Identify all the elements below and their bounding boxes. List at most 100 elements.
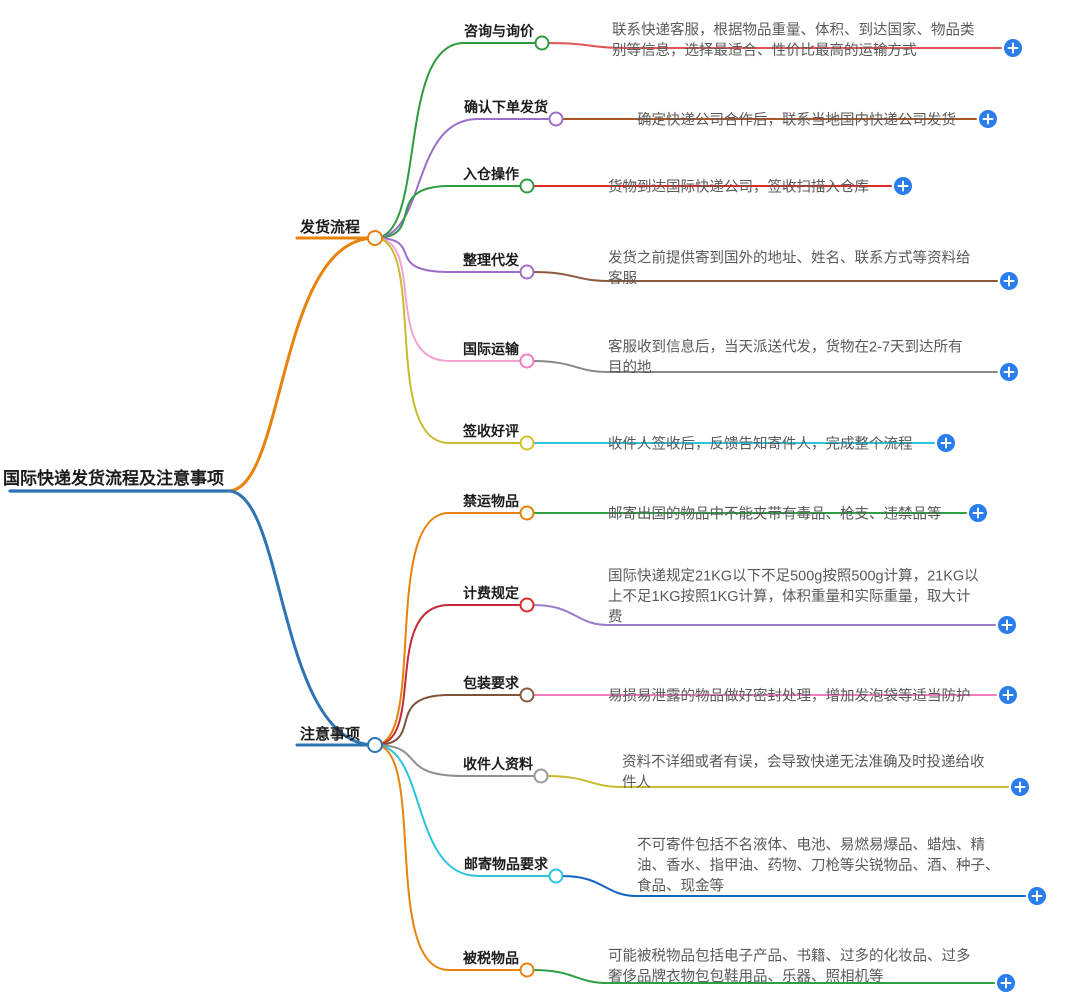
- detail-text-line: 资料不详细或者有误，会导致快递无法准确及时投递给收: [622, 754, 985, 771]
- detail-text[interactable]: 邮寄出国的物品中不能夹带有毒品、枪支、违禁品等: [608, 505, 942, 523]
- plus-icon: [1031, 890, 1043, 902]
- topic-label[interactable]: 包装要求: [463, 675, 520, 691]
- add-child-button[interactable]: [1028, 887, 1046, 905]
- topic-label[interactable]: 咨询与询价: [464, 23, 535, 39]
- topic-node-circle[interactable]: [519, 597, 535, 613]
- topic-label[interactable]: 邮寄物品要求: [464, 856, 549, 872]
- add-child-button[interactable]: [1004, 39, 1022, 57]
- topic-node-circle[interactable]: [519, 264, 535, 280]
- detail-text-line: 奢侈品牌衣物包包鞋用品、乐器、照相机等: [608, 967, 884, 985]
- topic-node-circle[interactable]: [548, 868, 564, 884]
- detail-text[interactable]: 货物到达国际快递公司，签收扫描入仓库: [608, 179, 869, 196]
- topic-label[interactable]: 收件人资料: [463, 756, 533, 772]
- node-layer[interactable]: 国际快递发货流程及注意事项 发货流程 咨询与询价 联系快递客服，根据物品重量、体积、到…: [3, 22, 1046, 993]
- plus-icon: [897, 180, 909, 192]
- topic-label[interactable]: 签收好评: [462, 423, 519, 439]
- topic-connector: [374, 185, 450, 239]
- detail-text[interactable]: 易损易泄露的物品做好密封处理，增加发泡袋等适当防护: [608, 687, 971, 705]
- topic-connector: [374, 744, 450, 971]
- add-child-button[interactable]: [969, 504, 987, 522]
- branch-hub[interactable]: [367, 230, 383, 246]
- detail-connector: [532, 360, 998, 373]
- topic-connector: [374, 42, 465, 239]
- topic-connector: [374, 744, 464, 777]
- plus-icon: [972, 507, 984, 519]
- plus-icon: [1014, 781, 1026, 793]
- topic-node-circle[interactable]: [533, 768, 549, 784]
- branch-connector: [226, 236, 377, 493]
- detail-text-line: 上不足1KG按照1KG计算，体积重量和实际重量，取大计: [608, 588, 971, 605]
- branch-hub[interactable]: [367, 737, 383, 753]
- branch-label[interactable]: 发货流程: [299, 218, 360, 236]
- detail-text-line: 收件人签收后，反馈告知寄件人，完成整个流程: [608, 435, 913, 453]
- root-node-label[interactable]: 国际快递发货流程及注意事项: [3, 468, 224, 488]
- detail-text-line: 油、香水、指甲油、药物、刀枪等尖锐物品、酒、种子、: [637, 856, 1000, 874]
- detail-text-line: 发货之前提供寄到国外的地址、姓名、联系方式等资料给: [608, 249, 971, 267]
- plus-icon: [940, 437, 952, 449]
- branch-label[interactable]: 注意事项: [300, 725, 360, 743]
- detail-text-line: 目的地: [608, 359, 652, 376]
- detail-text[interactable]: 发货之前提供寄到国外的地址、姓名、联系方式等资料给客服: [608, 249, 971, 288]
- detail-text[interactable]: 资料不详细或者有误，会导致快递无法准确及时投递给收件人: [622, 754, 985, 792]
- detail-text-line: 联系快递客服，根据物品重量、体积、到达国家、物品类: [612, 22, 975, 39]
- add-child-button[interactable]: [999, 686, 1017, 704]
- topic-label[interactable]: 整理代发: [462, 252, 520, 268]
- topic-label[interactable]: 国际运输: [463, 341, 520, 357]
- detail-text[interactable]: 收件人签收后，反馈告知寄件人，完成整个流程: [608, 435, 913, 453]
- add-child-button[interactable]: [1011, 778, 1029, 796]
- detail-connector: [532, 271, 998, 282]
- detail-text-line: 国际快递规定21KG以下不足500g按照500g计算，21KG以: [608, 568, 979, 585]
- detail-text-line: 费: [608, 609, 623, 626]
- topic-connector: [374, 237, 450, 362]
- detail-text[interactable]: 联系快递客服，根据物品重量、体积、到达国家、物品类别等信息，选择最适合、性价比最…: [612, 22, 975, 60]
- add-child-button[interactable]: [979, 110, 997, 128]
- topic-connector: [374, 604, 450, 746]
- topic-connector: [374, 694, 450, 746]
- topic-node-circle[interactable]: [534, 35, 550, 51]
- add-child-button[interactable]: [894, 177, 912, 195]
- topic-label[interactable]: 计费规定: [463, 585, 519, 601]
- plus-icon: [1002, 689, 1014, 701]
- topic-node-circle[interactable]: [519, 178, 535, 194]
- plus-icon: [1007, 42, 1019, 54]
- connector-layer: [8, 42, 1026, 984]
- detail-text-line: 可能被税物品包括电子产品、书籍、过多的化妆品、过多: [608, 948, 971, 965]
- topic-node-circle[interactable]: [519, 435, 535, 451]
- detail-text[interactable]: 可能被税物品包括电子产品、书籍、过多的化妆品、过多奢侈品牌衣物包包鞋用品、乐器、…: [608, 948, 971, 986]
- add-child-button[interactable]: [997, 974, 1015, 992]
- topic-node-circle[interactable]: [519, 505, 535, 521]
- detail-text-line: 不可寄件包括不名液体、电池、易燃易爆品、蜡烛、精: [637, 836, 985, 854]
- topic-connector: [374, 237, 450, 273]
- detail-text[interactable]: 客服收到信息后，当天派送代发，货物在2-7天到达所有目的地: [608, 339, 962, 377]
- topic-label[interactable]: 入仓操作: [463, 166, 519, 182]
- topic-label[interactable]: 禁运物品: [463, 493, 519, 509]
- detail-text[interactable]: 国际快递规定21KG以下不足500g按照500g计算，21KG以上不足1KG按照…: [608, 568, 979, 626]
- detail-text-line: 别等信息，选择最适合、性价比最高的运输方式: [612, 41, 917, 59]
- topic-node-circle[interactable]: [519, 687, 535, 703]
- topic-label[interactable]: 确认下单发货: [464, 99, 548, 115]
- add-child-button[interactable]: [937, 434, 955, 452]
- topic-connector: [374, 744, 479, 877]
- detail-text-line: 货物到达国际快递公司，签收扫描入仓库: [608, 179, 869, 196]
- add-child-button[interactable]: [1000, 363, 1018, 381]
- detail-connector: [532, 604, 996, 626]
- plus-icon: [1001, 619, 1013, 631]
- plus-icon: [982, 113, 994, 125]
- topic-connector: [374, 237, 450, 444]
- add-child-button[interactable]: [998, 616, 1016, 634]
- topic-node-circle[interactable]: [519, 353, 535, 369]
- detail-connector: [561, 875, 1026, 897]
- detail-text-line: 客服: [608, 270, 637, 287]
- topic-node-circle[interactable]: [548, 111, 564, 127]
- topic-node-circle[interactable]: [519, 962, 535, 978]
- detail-text[interactable]: 不可寄件包括不名液体、电池、易燃易爆品、蜡烛、精油、香水、指甲油、药物、刀枪等尖…: [637, 836, 1000, 895]
- branch-connector: [226, 489, 377, 747]
- detail-text-line: 邮寄出国的物品中不能夹带有毒品、枪支、违禁品等: [608, 505, 942, 523]
- add-child-button[interactable]: [1000, 272, 1018, 290]
- detail-connector: [532, 969, 995, 984]
- detail-connector: [546, 775, 1009, 788]
- detail-text[interactable]: 确定快递公司合作后，联系当地国内快递公司发货: [637, 112, 956, 129]
- topic-label[interactable]: 被税物品: [463, 950, 519, 966]
- detail-text-line: 易损易泄露的物品做好密封处理，增加发泡袋等适当防护: [608, 687, 971, 705]
